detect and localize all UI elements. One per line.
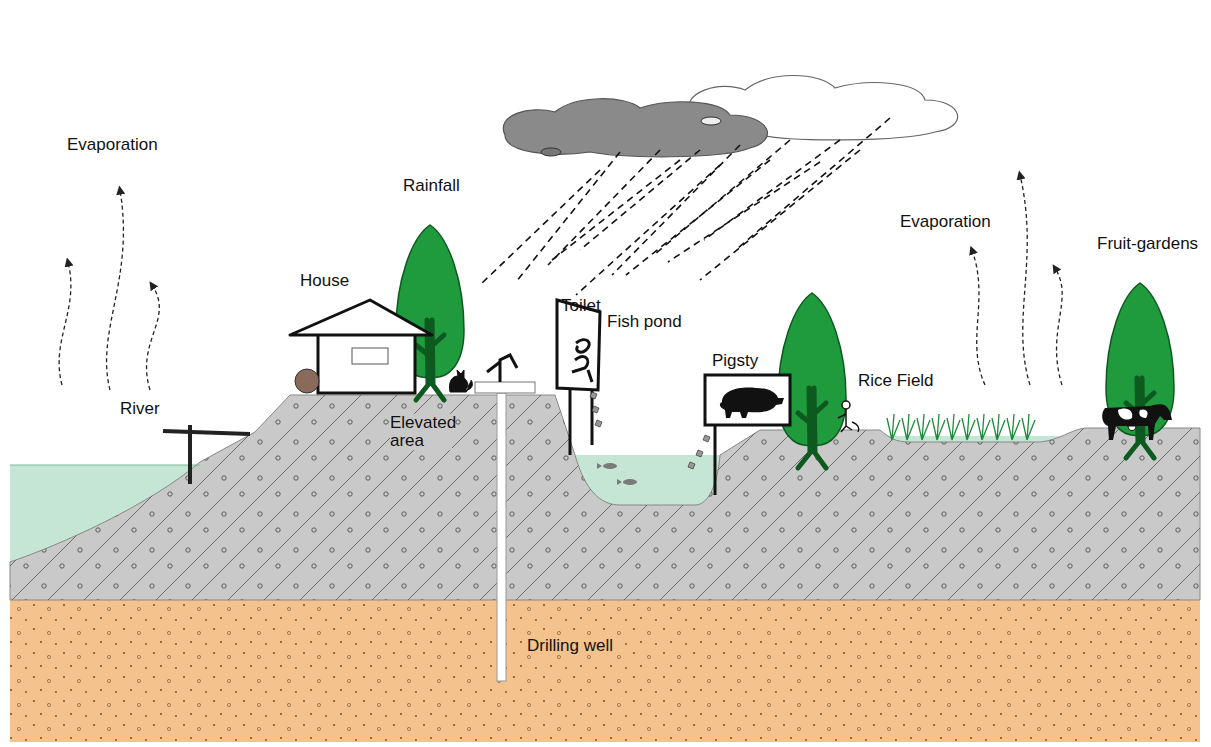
pigsty-label: Pigsty: [712, 352, 758, 370]
rice-field-label: Rice Field: [858, 372, 934, 390]
rice-plant: [977, 414, 990, 440]
rain-stroke: [552, 160, 680, 260]
rain-stroke: [548, 150, 660, 265]
rice-plant: [947, 414, 960, 440]
rain-stroke: [516, 152, 620, 282]
rice-plant: [917, 414, 930, 440]
elevated-area-label: Elevated area: [390, 414, 452, 450]
rice-plant: [1007, 414, 1020, 440]
evaporation-label: Evaporation: [900, 213, 991, 231]
rain-stroke: [668, 162, 820, 262]
rain-stroke: [576, 165, 720, 295]
rain-stroke: [700, 150, 860, 280]
rice-plant: [932, 414, 945, 440]
rice-plant: [1022, 414, 1035, 440]
drilling-well-label: Drilling well: [527, 637, 613, 655]
evaporation-label: Evaporation: [67, 136, 158, 154]
rice-plant: [992, 414, 1005, 440]
rain-stroke: [612, 145, 740, 275]
rainfall-label: Rainfall: [403, 177, 460, 195]
rain-stroke: [480, 170, 600, 285]
house-label: House: [300, 272, 349, 290]
river-label: River: [120, 400, 160, 418]
fruit-garden-label: Fruit-gardens: [1097, 235, 1198, 253]
rice-plant: [902, 414, 915, 440]
rain-stroke: [738, 118, 890, 248]
fish-pond-label: Fish pond: [607, 313, 682, 331]
rain-stroke: [626, 160, 770, 275]
rice-plant: [887, 414, 900, 440]
rice-plant: [962, 414, 975, 440]
toilet-label: Toilet: [561, 297, 601, 315]
